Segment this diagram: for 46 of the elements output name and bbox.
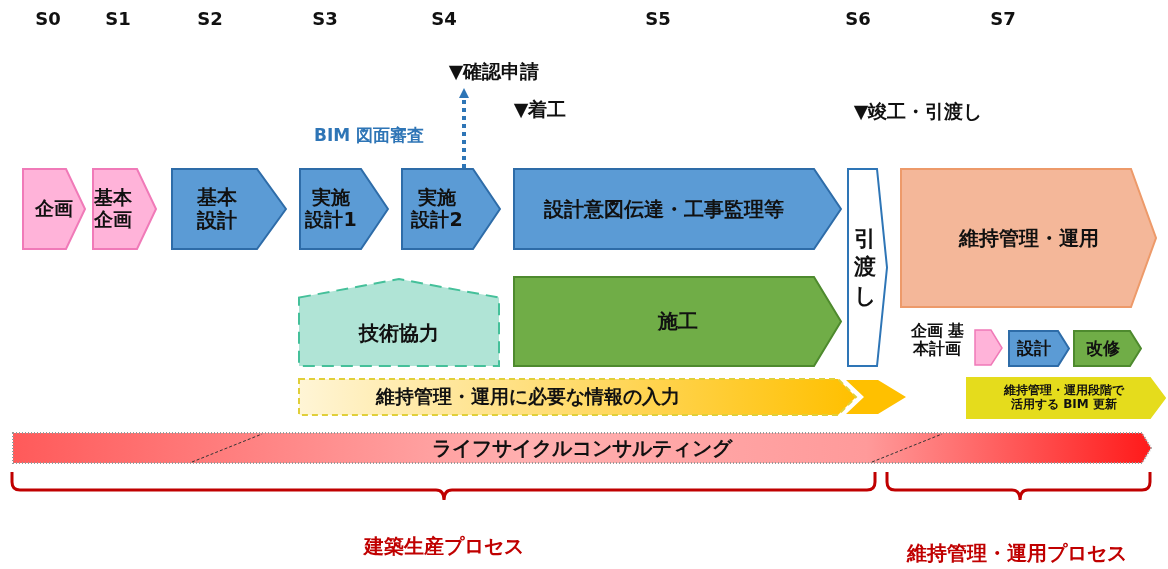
- stage-label: 施工: [657, 310, 698, 333]
- stage-shape: [401, 168, 501, 250]
- stage-label: 維持管理・運用段階で活用する BIM 更新: [1003, 384, 1126, 412]
- edge-label: BIM 図面審査: [312, 124, 427, 147]
- stage-label: 維持管理・運用: [958, 226, 1099, 250]
- stage-shape: [12, 432, 1152, 464]
- stage-number: S2: [197, 8, 223, 29]
- dotted-arrow: [459, 88, 469, 168]
- stage-number: S1: [105, 8, 131, 29]
- stage-label: 基本企画: [93, 187, 134, 231]
- stage-label: 技術協力: [359, 322, 439, 345]
- stage-shape: [513, 276, 842, 367]
- stage-shape: [92, 168, 157, 250]
- milestone-label: ▼着工: [513, 97, 567, 122]
- stage-number: S5: [645, 8, 671, 29]
- stage-number: S3: [312, 8, 338, 29]
- stage-label: 基本設計: [196, 186, 238, 232]
- stage-number: S7: [990, 8, 1016, 29]
- stage-number: S0: [35, 8, 61, 29]
- stage-label: 維持管理・運用に必要な情報の入力: [376, 386, 680, 408]
- stage-shape: [298, 278, 500, 367]
- stage-label: 設計: [1017, 338, 1051, 359]
- stage-number: S6: [845, 8, 871, 29]
- stage-shape: [966, 377, 1166, 419]
- milestone-label: ▼確認申請: [448, 61, 540, 83]
- stage-shape: [299, 168, 389, 250]
- process-label: 維持管理・運用プロセス: [907, 540, 1127, 567]
- process-label: 建築生産プロセス: [364, 533, 524, 560]
- stage-label: 設計意図伝達・工事監理等: [543, 197, 784, 221]
- stage-shape: [513, 168, 842, 250]
- stage-shape: [298, 378, 908, 416]
- stage-label: ライフサイクルコンサルティング: [432, 436, 732, 460]
- stage-label: 企画: [35, 198, 73, 220]
- stage-shape: [1073, 330, 1142, 367]
- milestone-label: ▼竣工・引渡し: [853, 99, 983, 124]
- stage-label: 改修: [1085, 338, 1120, 359]
- stage-label: 企画 基本計画: [909, 321, 966, 359]
- stage-label: 実施設計1: [304, 187, 358, 231]
- stage-shape: [22, 168, 86, 250]
- stage-shape: [1008, 330, 1070, 367]
- stage-label: 実施設計2: [410, 187, 464, 231]
- stage-shape: [847, 168, 888, 367]
- stage-shape: [171, 168, 287, 250]
- stage-number: S4: [431, 8, 457, 29]
- stage-shape: [900, 168, 1157, 308]
- stage-label: 引渡し: [853, 224, 876, 310]
